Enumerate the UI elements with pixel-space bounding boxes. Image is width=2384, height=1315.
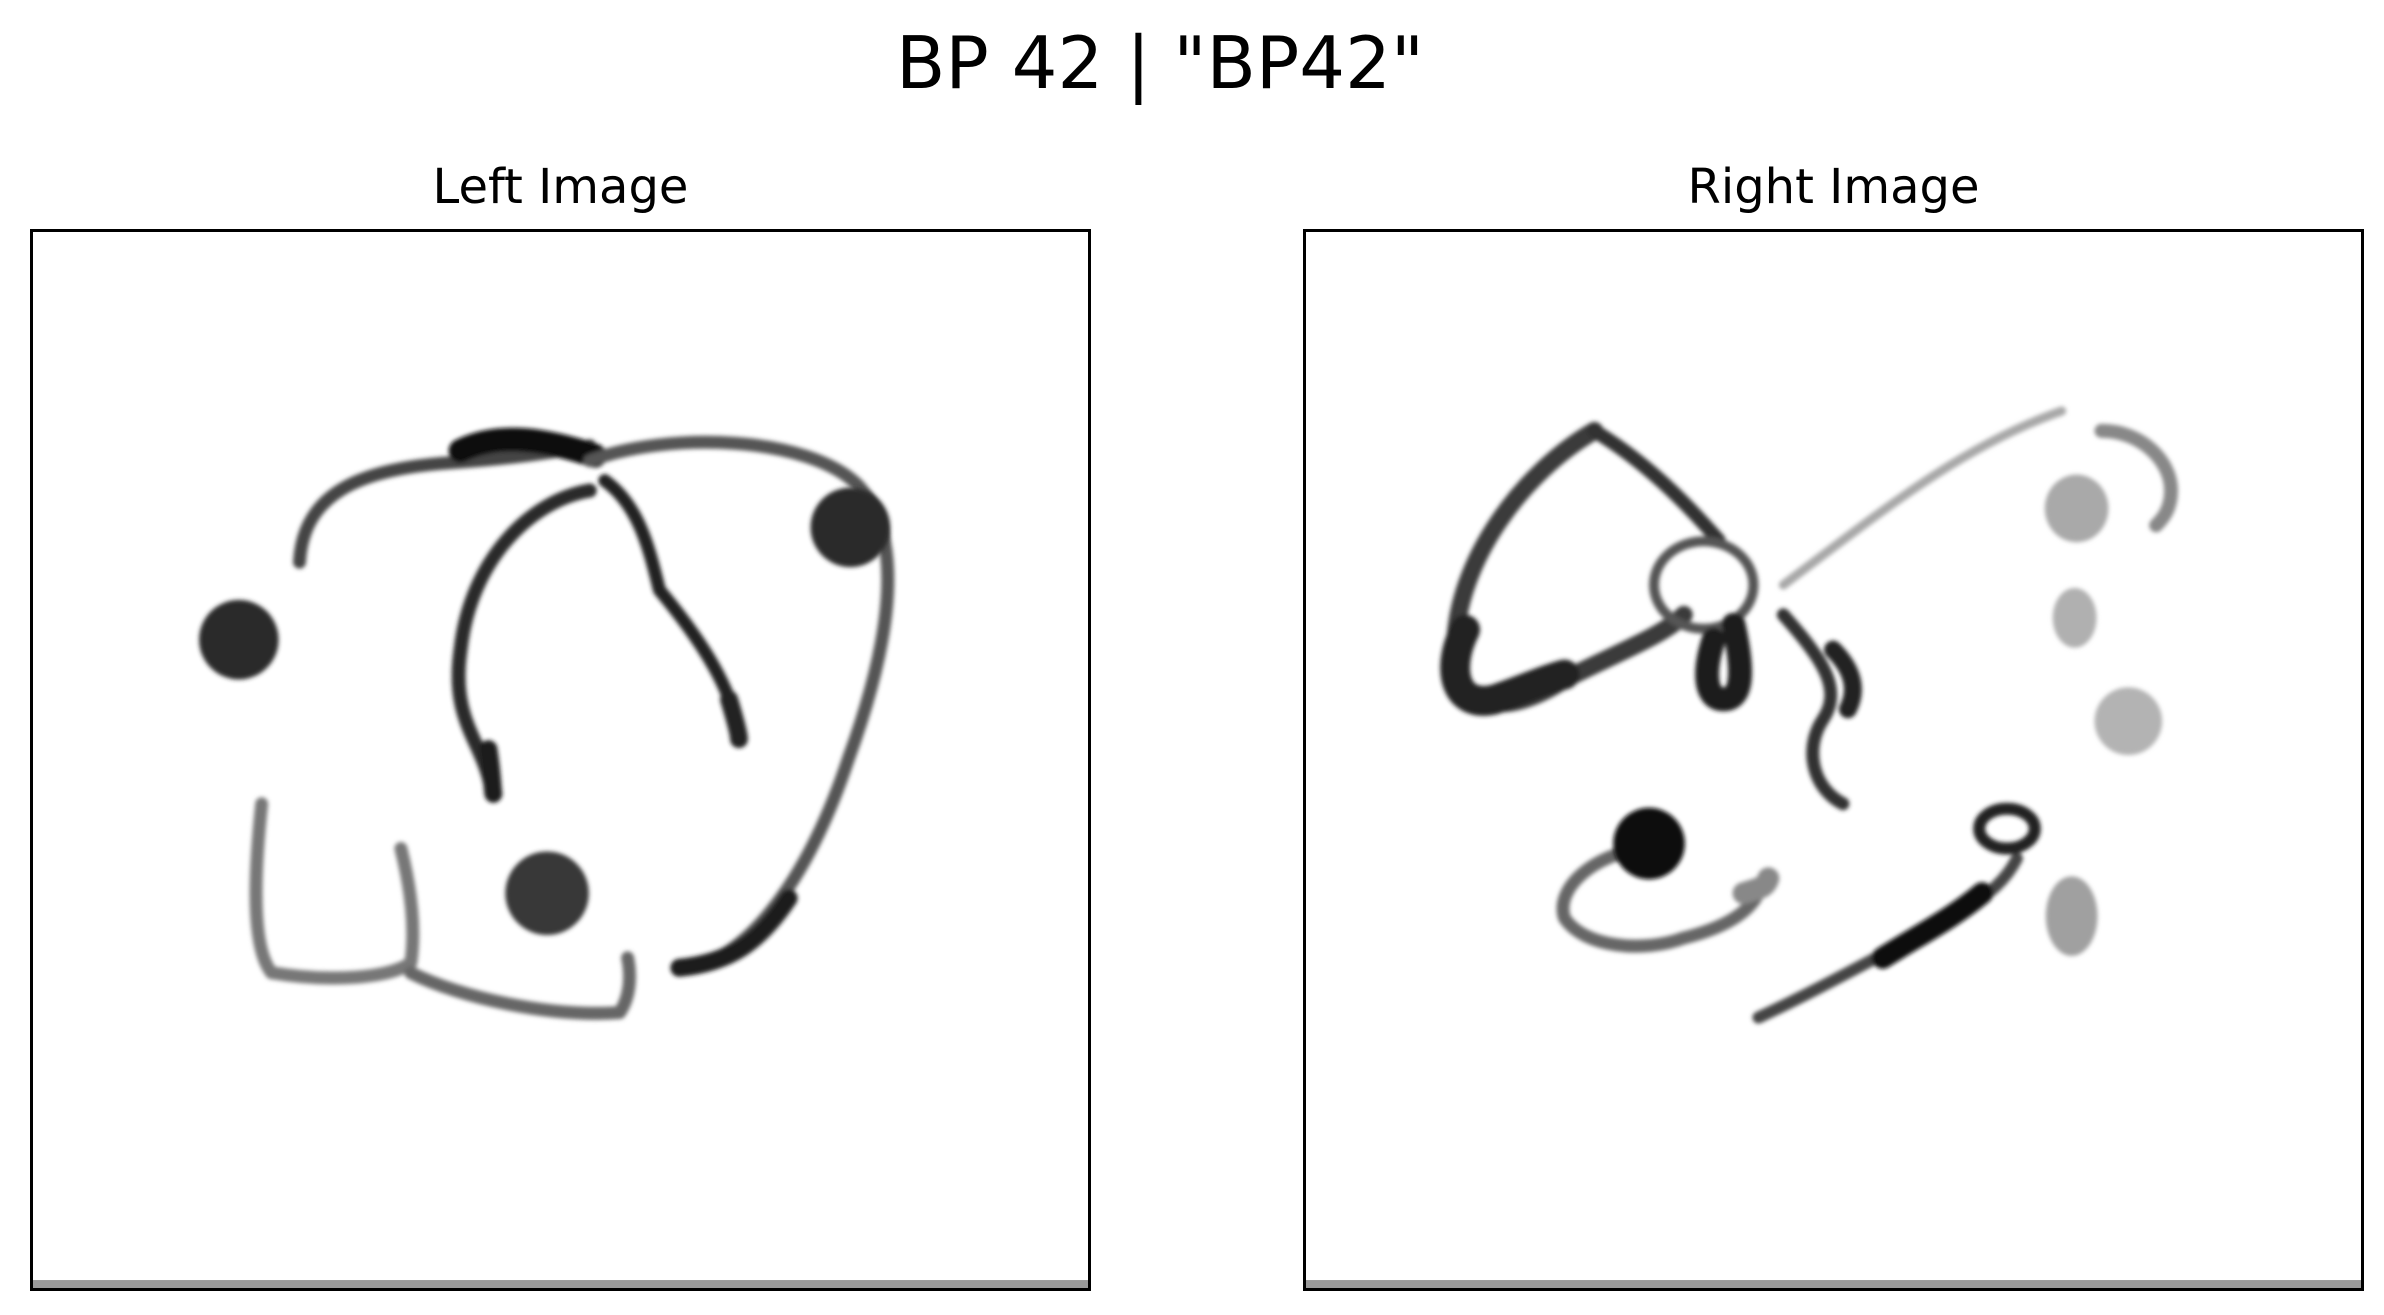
right-tadpole-head <box>1973 802 2041 855</box>
right-diagonal-line <box>1778 406 2067 590</box>
right-grey-dot-4 <box>2045 876 2098 956</box>
right-grey-dot-3 <box>2094 687 2163 756</box>
right-grey-dot-1 <box>2044 474 2109 543</box>
right-top-arc <box>2094 423 2179 533</box>
left-image-drawing <box>33 427 1088 1288</box>
left-dot-left <box>199 599 279 680</box>
left-inner-right <box>598 474 746 736</box>
right-panel-title: Right Image <box>1687 159 1980 215</box>
right-s-curve <box>1776 608 1850 811</box>
left-dot-top-right <box>810 487 891 568</box>
left-tail-right <box>720 690 748 749</box>
left-tail-left <box>479 740 503 803</box>
left-panel-title: Left Image <box>432 159 689 215</box>
right-loop-bulge <box>1440 614 1580 716</box>
right-hook-tail <box>1732 867 1780 905</box>
left-top-blob <box>448 427 607 468</box>
left-u-shape <box>249 797 420 985</box>
left-lower-right-stroke <box>670 889 798 977</box>
left-dot-bottom <box>505 851 589 936</box>
right-black-dot <box>1613 807 1685 880</box>
right-grey-dot-2 <box>2052 587 2097 648</box>
right-big-loop-top <box>1587 423 1726 548</box>
right-tadpole-body <box>1871 882 1994 969</box>
right-image-panel <box>1303 229 2364 1291</box>
right-hook <box>1556 842 1765 953</box>
right-s-bulge <box>1824 640 1862 719</box>
right-ring-drop <box>1695 612 1753 712</box>
right-bottom-strip <box>1306 1280 2361 1288</box>
figure-title: BP 42 | "BP42" <box>895 21 1424 105</box>
right-small-ring <box>1649 536 1759 634</box>
left-bottom-strip <box>33 1280 1088 1288</box>
left-bottom-connector <box>404 951 636 1020</box>
left-inner-arch <box>451 483 597 791</box>
left-image-panel <box>30 229 1091 1291</box>
right-tadpole-line <box>1752 852 2023 1024</box>
right-image-drawing <box>1306 406 2361 1288</box>
